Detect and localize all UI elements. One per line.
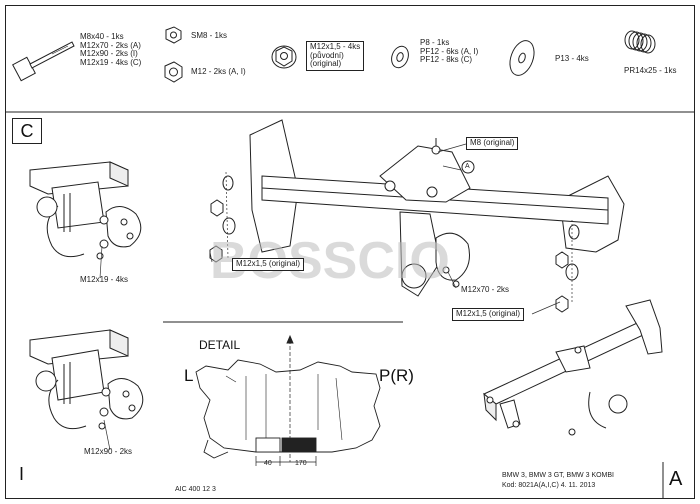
small-nut-icon xyxy=(165,26,182,44)
detail-drawing xyxy=(195,334,381,466)
callout-m8-original: M8 (original) xyxy=(466,137,519,150)
flange-nut-icon xyxy=(271,45,297,69)
footer-info: Kod: 8021A(A,I,C) 4. 11. 2013 xyxy=(502,482,596,489)
nut-icon xyxy=(164,61,183,83)
part-label-spring-washer: PR14x25 - 1ks xyxy=(624,66,677,75)
installed-towbar-view xyxy=(483,299,663,436)
towbar-closeup-upper xyxy=(29,161,142,260)
detail-dimension-b: 170 xyxy=(295,460,307,467)
part-label-flange-nut: M12x1,5 - 4ks(původní)(original) xyxy=(306,41,365,71)
part-label-nut: M12 - 2ks (A, I) xyxy=(191,67,246,76)
washer-icon xyxy=(391,45,409,69)
callout-m12-original-left: M12x1,5 (original) xyxy=(232,258,305,271)
section-a-label: A xyxy=(669,468,683,490)
a-callout-circle xyxy=(461,160,475,174)
callout-a-mark: A xyxy=(465,163,470,170)
towbar-closeup-lower xyxy=(29,329,144,430)
crossbeam-exploded-view xyxy=(209,119,625,313)
section-i-label: I xyxy=(19,464,25,484)
callout-c-bolt: M12x19 - 4ks xyxy=(80,275,129,284)
callout-i-bolt: M12x90 - 2ks xyxy=(84,447,133,456)
spring-washer-icon xyxy=(624,30,656,54)
callout-m12x70: M12x70 - 2ks xyxy=(461,285,510,294)
footer-model: BMW 3, BMW 3 GT, BMW 3 KOMBI xyxy=(502,472,615,479)
part-label-large-washer: P13 - 4ks xyxy=(555,54,589,63)
bolt-icon xyxy=(12,41,75,82)
large-washer-icon xyxy=(509,40,535,76)
detail-left-label: L xyxy=(184,366,194,385)
detail-dimension-a: 40 xyxy=(264,460,272,467)
part-label-small-nut: SM8 - 1ks xyxy=(191,31,228,40)
footer-code: AIC 400 12 3 xyxy=(175,486,216,493)
detail-title: DETAIL xyxy=(199,338,241,352)
leader-lines xyxy=(99,143,573,451)
section-c-label: C xyxy=(12,118,42,144)
detail-right-label: P(R) xyxy=(379,366,414,385)
sheet-border xyxy=(5,5,695,499)
callout-m12-original-right: M12x1,5 (original) xyxy=(452,308,525,321)
